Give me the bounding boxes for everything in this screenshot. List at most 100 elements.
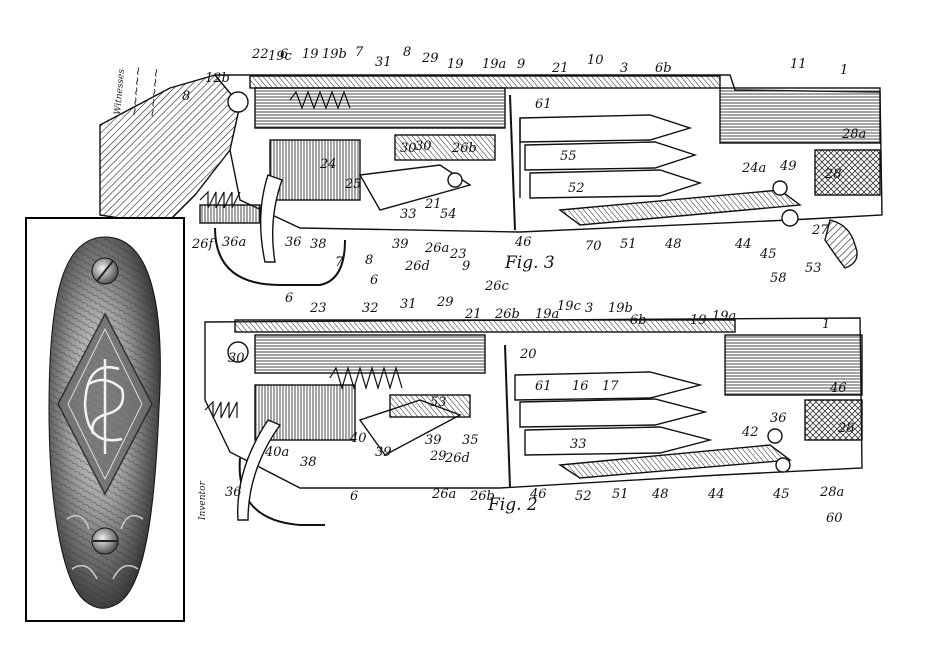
fig3-spring: [289, 90, 351, 110]
fig2-numeral: 19a: [712, 309, 736, 324]
fig2-drawing: [204, 317, 863, 526]
fig3-cartridges: [519, 114, 703, 199]
fig3-mainspring: [199, 190, 241, 209]
witnesses-label: Witnesses: [113, 68, 127, 115]
fig3-numeral: 45: [759, 247, 777, 262]
fig3-follower: [558, 189, 802, 226]
fig3-numeral: 19: [447, 57, 464, 72]
fig3-numeral: 6: [280, 47, 288, 62]
fig2-bolt: [254, 334, 486, 374]
fig2-numeral: 26d: [444, 451, 470, 466]
fig3-numeral: 55: [560, 149, 577, 164]
fig2-cartridges: [514, 371, 713, 456]
fig3-numeral: 70: [585, 239, 602, 254]
fig2-numeral: 32: [362, 301, 379, 316]
fig2-slide: [389, 394, 471, 418]
inventor-label: Inventor: [198, 480, 208, 521]
fig3-numeral: 21: [424, 197, 442, 212]
fig2-numeral: 51: [612, 487, 629, 502]
fig3-trigger: [259, 174, 283, 263]
witness-signature-2: ~~~~~: [145, 67, 163, 118]
fig3-numeral: 49: [779, 159, 797, 174]
fig3-numeral: 22: [251, 47, 269, 62]
fig3-barrel: [719, 87, 881, 144]
fig3-numeral: 1: [840, 63, 848, 78]
witness-block: Witnesses ~~~~~ ~~~~~: [113, 66, 163, 119]
fig3-label: Fig. 3: [504, 253, 555, 273]
fig3-numeral: 26a: [424, 241, 449, 256]
fig2-numeral: 31: [400, 297, 417, 312]
fig3-numeral: 38: [310, 237, 327, 252]
fig3-numeral: 8: [182, 89, 190, 104]
fig2-numeral: 19b: [608, 301, 633, 316]
fig3-link: [358, 164, 472, 211]
fig2-numeral: 42: [741, 425, 759, 440]
fig2-numeral: 19: [690, 313, 707, 328]
fig2-numeral: 36: [770, 411, 787, 426]
fig3-numeral: 3: [620, 61, 628, 76]
fig3-barrel-lower: [814, 149, 881, 196]
fig2-numeral: 29: [429, 449, 447, 464]
fig2-numeral: 46: [829, 381, 847, 396]
fig2-numeral: 26b: [469, 489, 495, 504]
fig3-numeral: 33: [400, 207, 417, 222]
fig2-numeral: 29: [436, 295, 454, 310]
fig3-top-rib: [249, 75, 721, 89]
fig3-numeral: 36: [285, 235, 302, 250]
fig2-mainspring: [204, 400, 238, 419]
fig2-numeral: 39: [375, 445, 392, 460]
fig3-numeral: 9: [462, 259, 470, 274]
fig3-numeral: 25: [344, 177, 362, 192]
fig3-numeral: 31: [375, 55, 392, 70]
fig3-numeral: 61: [535, 97, 552, 112]
fig3-numeral: 36a: [222, 235, 246, 250]
inventor-block: Inventor: [198, 480, 208, 521]
fig3-numeral: 10: [587, 53, 604, 68]
fig2-numeral: 40: [349, 431, 367, 446]
fig3-drawing: [99, 74, 883, 286]
fig3-numeral: 30: [400, 141, 417, 156]
fig2-label: Fig. 2: [487, 495, 538, 515]
fig3-numeral: 26c: [484, 279, 510, 294]
fig2-numeral: 45: [772, 487, 790, 502]
fig2-numeral: 36: [225, 485, 242, 500]
fig3-numeral: 7: [355, 45, 364, 60]
fig2-numeral: 28: [837, 421, 855, 436]
fig3-numeral: 8: [403, 45, 411, 60]
fig2-numeral: 19c: [557, 299, 582, 314]
fig3-numeral: 21: [551, 61, 569, 76]
fig2-numeral: 23: [309, 301, 327, 316]
fig2-numeral: 33: [570, 437, 587, 452]
fig3-numeral: 12b: [205, 71, 230, 86]
fig3-numeral: 19a: [482, 57, 506, 72]
fig3-numeral: 11: [790, 57, 807, 72]
fig3-numeral: 51: [620, 237, 637, 252]
fig2-numeral: 35: [462, 433, 479, 448]
fig3-numeral: 24: [319, 157, 337, 172]
fig2-numeral: 39: [425, 433, 442, 448]
fig2-barrel: [724, 334, 863, 396]
fig3-mag-wall: [509, 94, 516, 231]
fig3-numeral: 23: [449, 247, 467, 262]
fig3-numeral: 30: [415, 139, 432, 154]
fig2-numeral: 19a: [535, 307, 559, 322]
fig2-numeral: 60: [826, 511, 843, 526]
fig2-numeral: 48: [651, 487, 669, 502]
fig2-numeral: 26b: [494, 307, 520, 322]
fig2-numeral: 6b: [630, 313, 647, 328]
fig2-barrel-lower: [804, 399, 863, 441]
fig3-numeral: 46: [514, 235, 532, 250]
fig3-numeral: 29: [421, 51, 439, 66]
fig3-numeral: 48: [664, 237, 682, 252]
fig2-numeral: 53: [430, 395, 447, 410]
witness-signature-1: ~~~~~: [127, 66, 145, 117]
fig2-numeral: 44: [707, 487, 725, 502]
fig2-numeral: 3: [585, 301, 593, 316]
fig3-numeral: 6: [285, 291, 293, 306]
fig3-numeral: 7: [335, 255, 344, 270]
fig2-mag-wall: [504, 344, 511, 489]
fig3-lever: [824, 219, 858, 269]
fig2-numeral: 16: [572, 379, 589, 394]
fig2-trigger-guard: [238, 457, 325, 526]
